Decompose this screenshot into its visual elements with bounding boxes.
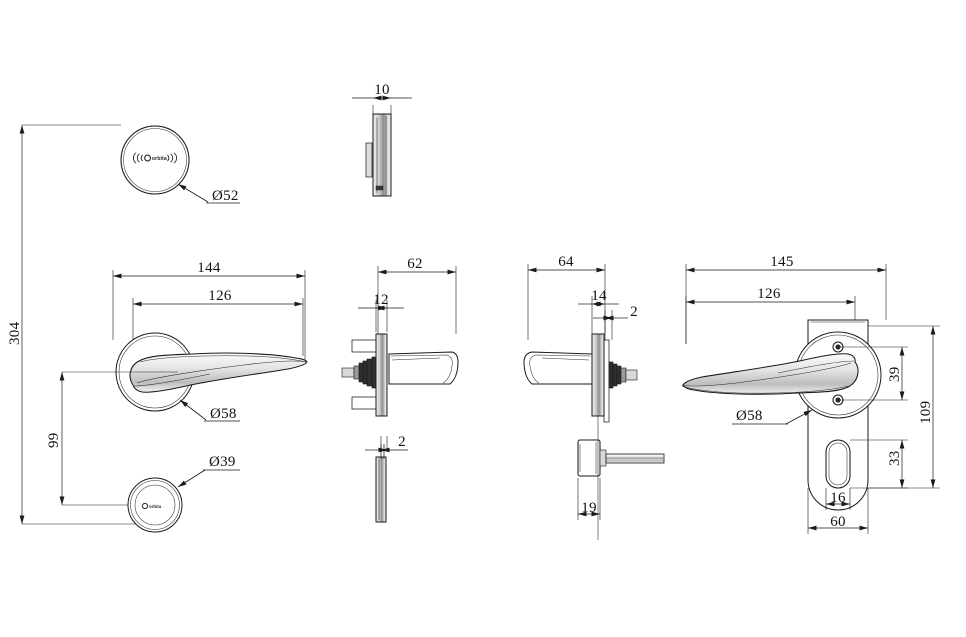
- dimension-d52: Ø52: [212, 188, 239, 204]
- spindle-end-block: [341, 367, 355, 378]
- spindle-thread-c: [366, 358, 373, 387]
- spindle-r-thread-a: [608, 361, 614, 389]
- dimension-group-304: 304: [7, 124, 140, 525]
- dimension-2b: 2: [630, 304, 638, 320]
- reader-inner-circle: [123, 128, 187, 192]
- lever-crease: [136, 360, 307, 384]
- keypad-brand-mark-icon: [141, 502, 149, 510]
- side-right-mounting-plate: [591, 333, 605, 417]
- brand-wordmark: orbita: [152, 156, 167, 162]
- dimension-99: 99: [46, 432, 62, 448]
- rear-keyhole-slot: [825, 439, 851, 489]
- wireless-arc-left-icon: [132, 152, 143, 164]
- handle-rear-plate-view: 145 126 Ø58: [681, 254, 940, 534]
- side-left-upper-ear: [351, 339, 377, 353]
- reader-outer-circle: [120, 125, 190, 195]
- dimension-2a: 2: [398, 434, 406, 450]
- side-left-lower-ear: [351, 396, 377, 410]
- side-left-lever-profile: [388, 351, 459, 385]
- dimension-109: 109: [918, 401, 934, 424]
- side-left-lever-inner: [390, 354, 453, 384]
- keypad-mid-circle: [130, 480, 180, 530]
- dimension-126b: 126: [757, 286, 781, 302]
- keypad-inner-circle: [134, 484, 176, 526]
- dimension-10: 10: [374, 82, 390, 98]
- dimension-60: 60: [830, 514, 846, 530]
- cylinder-collar: [599, 449, 607, 467]
- reader-side-mark: [375, 185, 384, 191]
- spindle-r-end-block: [625, 369, 638, 381]
- cylinder-side-view: 19: [577, 439, 665, 520]
- side-left-mounting-plate: [375, 333, 388, 417]
- rear-lever-highlight-bottom: [681, 385, 849, 394]
- dimension-14: 14: [591, 288, 607, 304]
- wireless-arc-right-icon: [167, 152, 178, 164]
- side-right-lever-profile: [523, 351, 593, 385]
- spindle-collar-a: [353, 365, 360, 380]
- rear-keyhole-slot-inner: [828, 442, 848, 486]
- leader-line-d39: [177, 469, 206, 488]
- handle-side-view-right: 64 14 2: [523, 254, 638, 540]
- spindle-r-collar: [620, 367, 627, 383]
- keypad-brand-logo: orbita: [141, 502, 162, 510]
- reader-side-tab: [365, 142, 373, 178]
- side-left-spindle-assembly: [341, 356, 377, 389]
- spindle-r-thread-c: [616, 365, 622, 385]
- reader-side-body: [372, 113, 392, 197]
- rfid-reader-front-view: orbita Ø52: [120, 125, 240, 204]
- side-right-spindle-assembly: [608, 361, 638, 389]
- leader-line-d52: [177, 183, 209, 203]
- lever-highlight-bottom: [133, 373, 211, 387]
- dimension-12: 12: [373, 292, 389, 308]
- escutcheon-plate-body: [375, 456, 387, 523]
- lever-highlight-top: [139, 355, 307, 363]
- dimension-d58-rear: Ø58: [736, 408, 763, 424]
- spindle-thread-a: [358, 362, 364, 383]
- dimension-19: 19: [581, 500, 597, 516]
- dimension-33: 33: [887, 450, 903, 466]
- rfid-reader-side-view: 10: [352, 82, 412, 197]
- handle-front-view: 144 126 Ø58 99 orbita Ø: [46, 260, 308, 533]
- keypad-brand-wordmark: orbita: [149, 504, 162, 509]
- spindle-thread-b: [362, 360, 368, 385]
- dimension-126: 126: [208, 288, 232, 304]
- dimension-d58-front: Ø58: [210, 406, 237, 422]
- dimension-16: 16: [830, 490, 846, 506]
- dimension-64: 64: [558, 254, 574, 270]
- brand-mark-icon: [144, 154, 152, 162]
- side-right-lever-inner: [529, 354, 591, 384]
- dimension-144: 144: [197, 260, 221, 276]
- keypad-outer-circle: [127, 477, 183, 533]
- handle-side-view-left: 62 12: [341, 256, 459, 417]
- dimension-39: 39: [887, 366, 903, 382]
- side-right-lever-crease: [541, 357, 590, 361]
- rear-lever-crease: [681, 362, 852, 387]
- dimension-d39: Ø39: [209, 454, 236, 470]
- spindle-thread-d: [371, 356, 377, 389]
- dimension-145: 145: [770, 254, 793, 270]
- rear-lever-highlight-top: [777, 360, 855, 374]
- reader-brand-logo: orbita: [132, 152, 178, 164]
- cylinder-shaft: [605, 453, 665, 464]
- dimension-304: 304: [7, 321, 23, 345]
- side-left-lever-crease: [391, 357, 441, 361]
- dimension-62: 62: [407, 256, 423, 272]
- leader-line-d58-front: [179, 399, 207, 421]
- escutcheon-side-view: 2: [365, 434, 408, 523]
- leader-line-d58-rear: [785, 409, 813, 425]
- spindle-r-thread-b: [612, 363, 618, 387]
